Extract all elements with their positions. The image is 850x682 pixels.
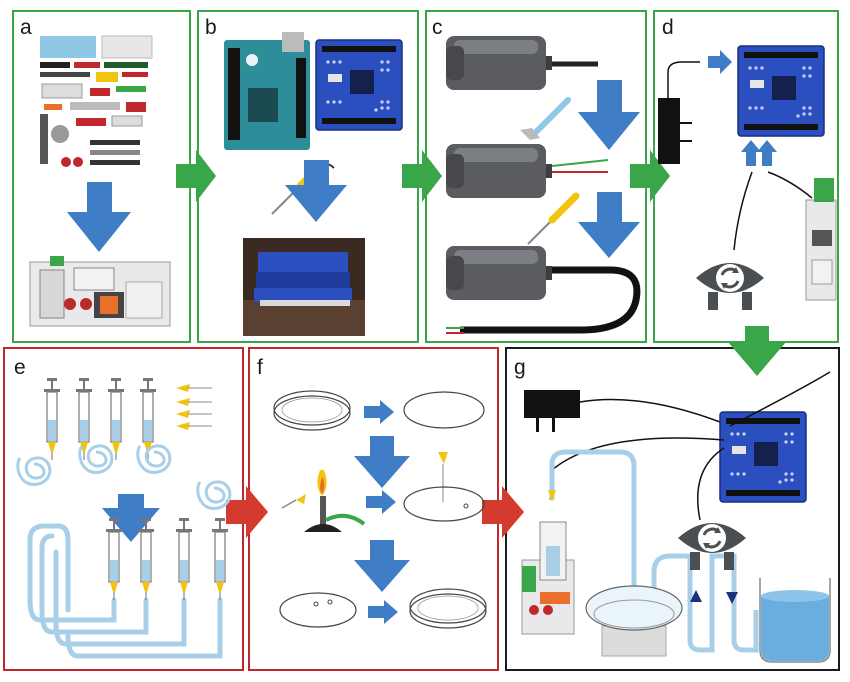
panel-label-d: d [662, 16, 674, 39]
flow-arrow-down-icon [726, 592, 738, 604]
tubing-network [27, 523, 223, 659]
panel-label-b: b [205, 16, 217, 39]
step-arrow-f-2 [354, 436, 410, 488]
assembled-stack-photo [243, 238, 365, 336]
syringe-icon [211, 517, 229, 601]
tubing-coil-icon [16, 456, 52, 486]
step-arrow-c-2 [578, 192, 640, 258]
motor-stripped-icon [446, 144, 552, 198]
step-arrow-f-1 [364, 400, 394, 424]
step-arrow-a [67, 182, 131, 252]
flow-arrow-up-icon [690, 590, 702, 602]
bunsen-burner-icon [281, 470, 366, 532]
step-arrow-d-up-1 [741, 140, 761, 166]
syringe-icon [105, 517, 123, 601]
panel-label-e: e [14, 356, 26, 379]
scalpel-icon [520, 97, 571, 140]
step-arrow-c-1 [578, 80, 640, 150]
arduino-board-icon [224, 32, 310, 150]
needle-set-icon [176, 384, 212, 430]
connector-arrow-d-g [728, 326, 786, 376]
syringe-icon [175, 517, 193, 601]
petri-dish-g-icon [585, 585, 683, 657]
needle-dish-icon [403, 452, 485, 522]
tubing-g [549, 449, 759, 653]
power-adapter-icon [658, 61, 700, 164]
controller-board-icon [737, 45, 825, 137]
connector-arrow-e-f [226, 486, 268, 538]
pierced-dish-icon [279, 592, 357, 628]
stacked-dish-icon [409, 588, 487, 629]
peristaltic-pump-icon [694, 261, 766, 312]
step-arrow-f-4 [354, 540, 410, 592]
step-arrow-f-3 [366, 490, 396, 514]
syringe-actuator-icon [805, 178, 837, 301]
motor-wired-icon [446, 246, 552, 300]
syringe-icon [107, 377, 125, 461]
soldering-iron-c-icon [527, 192, 580, 245]
step-arrow-f-5 [368, 600, 398, 624]
petri-dish-icon [273, 390, 351, 431]
controller-board-g-icon [719, 411, 807, 503]
syringe-icon [137, 517, 155, 601]
step-arrow-d-up-2 [757, 140, 777, 166]
motor-icon [446, 36, 552, 90]
tubing-coil-icon [136, 444, 172, 474]
shield-board-icon [315, 39, 403, 131]
syringe-icon [75, 377, 93, 461]
beaker-icon [759, 578, 831, 663]
power-adapter-g-icon [524, 390, 721, 432]
lego-parts-icon [40, 35, 153, 167]
tubing-coil-icon [196, 480, 232, 510]
petri-lid-icon [403, 391, 485, 429]
lego-assembly-icon [29, 255, 171, 327]
syringe-icon [43, 377, 61, 461]
panel-label-a: a [20, 16, 32, 39]
step-arrow-d-right [708, 50, 732, 74]
panel-label-g: g [514, 356, 526, 379]
step-arrow-b [285, 160, 347, 222]
step-arrow-e [102, 494, 160, 542]
connector-arrow-b-c [402, 150, 442, 202]
panel-label-c: c [432, 16, 443, 39]
connector-arrow-a-b [176, 150, 216, 202]
syringe-pump-g-icon [521, 490, 575, 635]
connector-arrow-f-g [482, 486, 524, 538]
panel-label-f: f [257, 356, 263, 379]
